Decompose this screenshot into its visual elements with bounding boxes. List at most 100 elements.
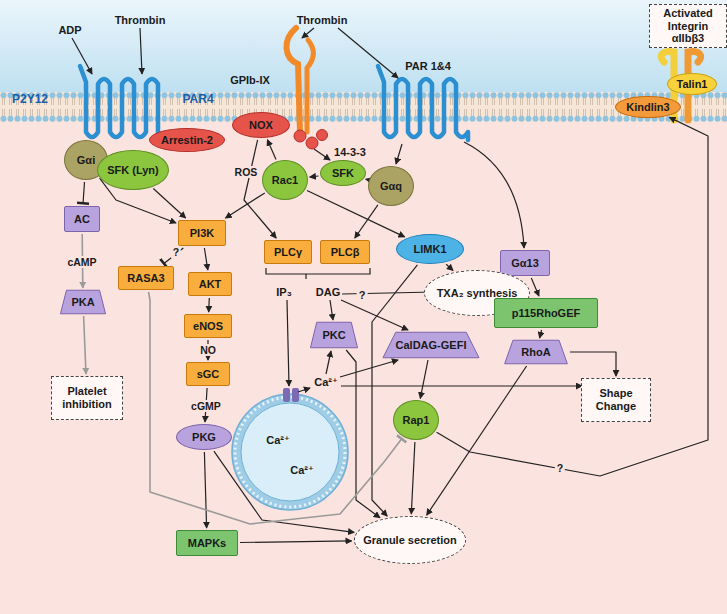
node-text: Granule secretion: [361, 534, 459, 547]
edge-label: ?: [555, 462, 565, 474]
activation-connector: [372, 265, 417, 516]
signal-arrow: [464, 142, 524, 248]
node-text: Rap1: [401, 414, 432, 427]
signal-arrow: [330, 300, 333, 320]
activation-connector: [366, 179, 367, 181]
receptor-helices: [80, 66, 170, 140]
activation-connector: [346, 350, 380, 518]
inhibition-connector: [149, 292, 403, 524]
kinase-box: MAPKs: [176, 530, 238, 556]
node-text: Rac1: [270, 174, 300, 187]
arrestin-protein: Arrestin-2: [149, 128, 225, 152]
drawing-part: [0, 122, 727, 614]
kinase-ellipse: PKG: [176, 424, 232, 450]
node-text: NOX: [247, 119, 275, 132]
node-text: Gα13: [509, 257, 541, 270]
node-text: CalDAG-GEFI: [394, 339, 469, 352]
node-text: Gαq: [378, 180, 404, 193]
drawing-part: [72, 28, 582, 392]
product-bracket: [266, 268, 370, 279]
enzyme-box: sGC: [186, 362, 230, 386]
outcome-box: Platelet inhibition: [51, 376, 123, 420]
signal-arrow: [340, 360, 398, 377]
ligand-label: Thrombin: [297, 14, 348, 26]
receptor-label: PAR4: [182, 93, 213, 106]
g-protein: Gαq: [368, 166, 414, 206]
kinase-ellipse: SFK (Lyn): [97, 150, 168, 190]
node-text: SFK: [330, 167, 356, 180]
drawing-part: [307, 40, 313, 132]
activation-connector: [446, 264, 453, 270]
gef-box: p115RhoGEF: [494, 298, 598, 328]
receptor-label: GPIb-IX: [230, 74, 270, 86]
signal-arrow: [341, 385, 582, 386]
node-text: Talin1: [675, 78, 710, 91]
drawing-part: [0, 0, 727, 92]
kinase-box: AKT: [188, 272, 232, 296]
inhibition-connector: [83, 182, 85, 204]
g-protein-box: Gα13: [500, 250, 550, 276]
activation-connector: [570, 352, 616, 376]
node-text: sGC: [195, 368, 222, 381]
signal-arrow: [298, 388, 310, 392]
signal-arrow: [287, 300, 289, 386]
messenger-label: DAG: [316, 286, 340, 298]
activation-connector: [420, 360, 428, 398]
activation-box: Activated Integrin αIIbβ3: [649, 4, 727, 48]
signal-arrow: [326, 351, 331, 374]
kindlin-protein: Kindlin3: [615, 96, 681, 118]
node-text: AKT: [197, 278, 224, 291]
drawing-part: [286, 28, 300, 132]
enzyme-box: eNOS: [184, 314, 232, 338]
signal-arrow: [72, 38, 92, 74]
edge-label: cGMP: [189, 400, 223, 412]
node-text: PKC: [320, 329, 347, 342]
activation-connector: [240, 541, 352, 543]
enzyme-box: AC: [64, 206, 100, 232]
ion-label: Ca²⁺: [314, 376, 338, 388]
node-text: PLCγ: [272, 246, 304, 259]
node-text: Gαi: [75, 154, 97, 167]
edge-label: ?: [171, 246, 181, 258]
node-text: eNOS: [191, 320, 225, 333]
activation-connector: [153, 189, 185, 219]
ligand-label: ADP: [58, 24, 81, 36]
gef-trapezoid: CalDAG-GEFI: [382, 332, 480, 358]
enzyme-box: PLCβ: [320, 240, 370, 264]
ion-label: Ca²⁺: [290, 464, 314, 476]
drawing-part: [283, 388, 290, 402]
outcome-ellipse: Granule secretion: [354, 516, 467, 564]
gap-box: RASA3: [118, 266, 174, 290]
activation-connector: [531, 278, 539, 296]
outcome-box: Shape Change: [581, 378, 651, 422]
signal-arrow: [140, 28, 142, 74]
ion-label: Ca²⁺: [266, 434, 290, 446]
signal-arrow: [396, 144, 402, 164]
kinase-box: PI3K: [178, 220, 226, 246]
node-text: Arrestin-2: [159, 134, 215, 147]
node-text: Platelet inhibition: [52, 385, 122, 410]
drawing-part: [60, 290, 105, 314]
kinase-ellipse: LIMK1: [396, 234, 464, 264]
kinase-trapezoid: PKC: [310, 322, 358, 348]
node-text: PI3K: [188, 227, 216, 240]
signal-arrow: [314, 149, 330, 160]
activation-connector: [267, 140, 276, 160]
node-text: RhoA: [519, 346, 552, 359]
receptor-label: PAR 1&4: [405, 60, 451, 72]
messenger-label: IP₃: [276, 286, 291, 298]
node-text: p115RhoGEF: [510, 307, 582, 320]
activation-connector: [208, 298, 210, 312]
drawing-part: [232, 394, 348, 510]
node-text: LIMK1: [412, 243, 449, 256]
drawing-part: [235, 397, 345, 507]
edge-label: NO: [198, 344, 218, 356]
nox-enzyme: NOX: [232, 112, 290, 138]
drawing-part: [294, 130, 306, 142]
activation-connector: [204, 248, 207, 270]
ligand-label: Thrombin: [115, 14, 166, 26]
edge-label: ROS: [233, 166, 260, 178]
